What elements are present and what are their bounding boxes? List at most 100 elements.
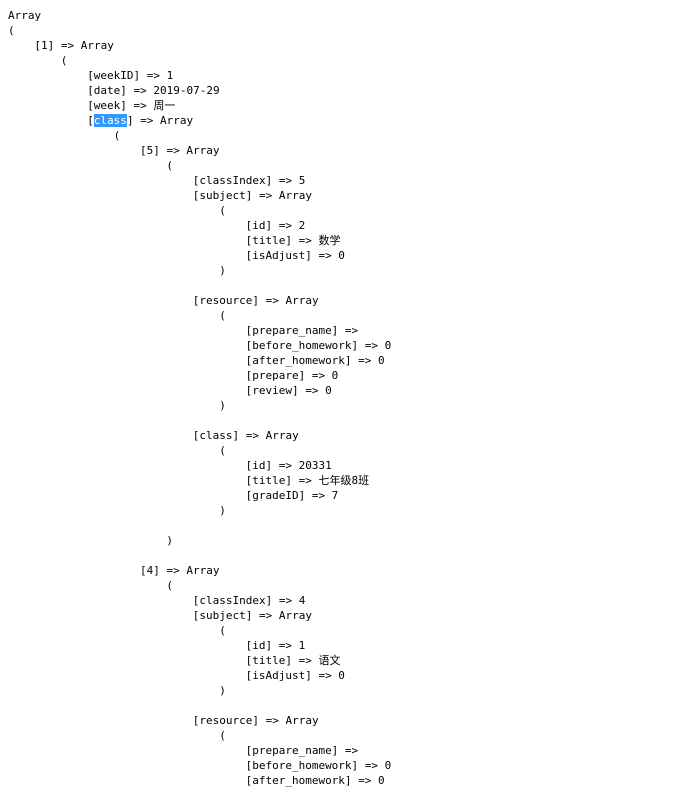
output-line: ) <box>8 683 688 698</box>
line-text: [id] => 20331 <box>245 459 332 472</box>
line-text: [class] => Array <box>192 429 299 442</box>
output-line <box>8 698 688 713</box>
line-text: ( <box>219 204 226 217</box>
output-line: [subject] => Array <box>8 188 688 203</box>
output-line: [prepare_name] => <box>8 743 688 758</box>
output-line: [classIndex] => 4 <box>8 593 688 608</box>
output-line: ( <box>8 203 688 218</box>
line-text: [review] => 0 <box>245 384 332 397</box>
output-line: [review] => 0 <box>8 383 688 398</box>
output-line: [classIndex] => 5 <box>8 173 688 188</box>
output-line: ) <box>8 263 688 278</box>
line-text: [1] => Array <box>34 39 114 52</box>
line-text: ( <box>60 54 68 67</box>
line-text: ( <box>166 579 174 592</box>
line-text: [title] => 语文 <box>245 654 341 667</box>
line-text: ) <box>219 684 226 697</box>
selected-text[interactable]: class <box>93 114 127 127</box>
output-line: ) <box>8 533 688 548</box>
line-text: [title] => 七年级8班 <box>245 474 370 487</box>
print-r-output: Array ( [1] => Array ( [weekID] => 1 [date] =… <box>8 8 688 787</box>
line-text: ) <box>219 399 226 412</box>
line-text: [prepare_name] => <box>245 744 359 757</box>
line-text: [resource] => Array <box>192 714 319 727</box>
line-text: ) <box>219 264 226 277</box>
line-text: ( <box>219 729 226 742</box>
output-line: [resource] => Array <box>8 293 688 308</box>
line-text: [after_homework] => 0 <box>245 354 385 367</box>
line-text: ( <box>166 159 174 172</box>
output-line: [after_homework] => 0 <box>8 773 688 787</box>
line-text: [resource] => Array <box>192 294 319 307</box>
output-line <box>8 278 688 293</box>
line-text: [subject] => Array <box>192 609 313 622</box>
line-text: [prepare_name] => <box>245 324 359 337</box>
line-text-post: ] => Array <box>126 114 194 127</box>
line-text: ) <box>166 534 174 547</box>
output-line: [prepare_name] => <box>8 323 688 338</box>
line-text: [weekID] => 1 <box>87 69 174 82</box>
output-line: [5] => Array <box>8 143 688 158</box>
line-text: [subject] => Array <box>192 189 313 202</box>
line-text: [4] => Array <box>140 564 220 577</box>
output-line: ( <box>8 728 688 743</box>
output-line: ( <box>8 308 688 323</box>
output-line: Array <box>8 8 688 23</box>
output-line: ( <box>8 128 688 143</box>
line-text: [classIndex] => 5 <box>192 174 306 187</box>
output-line <box>8 518 688 533</box>
output-line: ( <box>8 578 688 593</box>
output-line: [before_homework] => 0 <box>8 758 688 773</box>
line-text: [title] => 数学 <box>245 234 341 247</box>
output-line: ( <box>8 623 688 638</box>
output-line: [4] => Array <box>8 563 688 578</box>
line-text: [isAdjust] => 0 <box>245 669 345 682</box>
output-line: [week] => 周一 <box>8 98 688 113</box>
output-line: [1] => Array <box>8 38 688 53</box>
output-lines: Array ( [1] => Array ( [weekID] => 1 [date] =… <box>8 8 688 787</box>
output-line: [class] => Array <box>8 113 688 128</box>
output-line: [title] => 数学 <box>8 233 688 248</box>
output-line: ( <box>8 443 688 458</box>
line-text: [id] => 2 <box>245 219 306 232</box>
line-text: ( <box>219 309 226 322</box>
output-line: ( <box>8 158 688 173</box>
output-line: ( <box>8 23 688 38</box>
line-text: ( <box>8 24 15 37</box>
output-line: [title] => 语文 <box>8 653 688 668</box>
line-text: ( <box>219 444 226 457</box>
line-text: [week] => 周一 <box>87 99 176 112</box>
output-line <box>8 548 688 563</box>
output-line: ) <box>8 503 688 518</box>
output-line: [isAdjust] => 0 <box>8 668 688 683</box>
line-text: [id] => 1 <box>245 639 306 652</box>
line-text: ( <box>219 624 226 637</box>
line-text: [classIndex] => 4 <box>192 594 306 607</box>
line-text: [5] => Array <box>140 144 220 157</box>
output-line: ( <box>8 53 688 68</box>
line-text: [date] => 2019-07-29 <box>87 84 220 97</box>
output-line: [id] => 2 <box>8 218 688 233</box>
line-text-pre: [ <box>87 114 94 127</box>
output-line: [class] => Array <box>8 428 688 443</box>
output-line: [id] => 1 <box>8 638 688 653</box>
line-text: [after_homework] => 0 <box>245 774 385 787</box>
line-text: [before_homework] => 0 <box>245 339 392 352</box>
line-text: ) <box>219 504 226 517</box>
line-text: Array <box>8 9 42 22</box>
output-line: [resource] => Array <box>8 713 688 728</box>
output-line: ) <box>8 398 688 413</box>
output-line: [before_homework] => 0 <box>8 338 688 353</box>
output-line: [weekID] => 1 <box>8 68 688 83</box>
line-text: [isAdjust] => 0 <box>245 249 345 262</box>
line-text: ( <box>113 129 121 142</box>
output-line: [date] => 2019-07-29 <box>8 83 688 98</box>
output-line <box>8 413 688 428</box>
line-text: [prepare] => 0 <box>245 369 339 382</box>
output-line: [isAdjust] => 0 <box>8 248 688 263</box>
output-line: [id] => 20331 <box>8 458 688 473</box>
output-line: [prepare] => 0 <box>8 368 688 383</box>
line-text: [gradeID] => 7 <box>245 489 339 502</box>
output-line: [subject] => Array <box>8 608 688 623</box>
output-line: [gradeID] => 7 <box>8 488 688 503</box>
